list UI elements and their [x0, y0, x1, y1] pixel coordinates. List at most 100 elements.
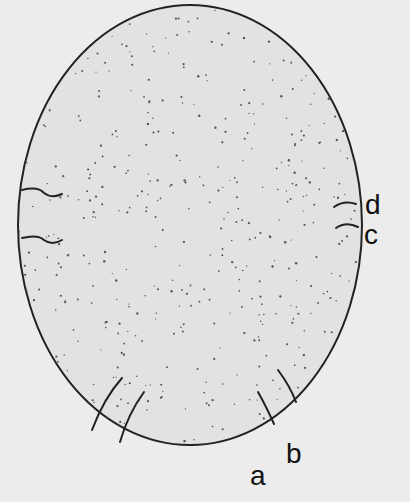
stipple-dot — [183, 323, 185, 325]
stipple-dot — [284, 17, 285, 18]
stipple-dot — [37, 14, 39, 16]
stipple-dot — [104, 443, 106, 445]
stipple-dot — [308, 437, 310, 439]
stipple-dot — [65, 300, 66, 301]
stipple-dot — [172, 132, 174, 134]
stipple-dot — [275, 14, 277, 16]
stipple-dot — [181, 289, 183, 291]
stipple-dot — [162, 99, 164, 101]
stipple-dot — [206, 402, 208, 404]
stipple-dot — [145, 210, 147, 212]
stipple-dot — [124, 384, 125, 385]
stipple-dot — [129, 207, 131, 209]
stipple-dot — [182, 102, 183, 103]
stipple-dot — [82, 23, 83, 24]
stipple-dot — [83, 421, 84, 422]
stipple-dot — [251, 298, 253, 300]
stipple-dot — [81, 17, 83, 19]
stipple-dot — [350, 218, 352, 220]
stipple-dot — [30, 349, 31, 350]
stipple-dot — [182, 63, 184, 65]
stipple-dot — [45, 57, 47, 59]
stipple-dot — [111, 133, 113, 135]
stipple-dot — [157, 130, 159, 132]
stipple-dot — [209, 299, 211, 301]
stipple-dot — [146, 33, 147, 34]
stipple-dot — [105, 327, 107, 329]
stipple-dot — [258, 365, 260, 367]
stipple-dot — [19, 115, 21, 117]
stipple-dot — [276, 31, 278, 33]
stipple-dot — [284, 241, 286, 243]
stipple-dot — [246, 265, 247, 266]
stipple-dot — [305, 177, 307, 179]
stipple-dot — [146, 409, 148, 411]
stipple-dot — [213, 322, 215, 324]
stipple-dot — [229, 180, 230, 181]
stipple-dot — [24, 274, 26, 276]
stipple-dot — [46, 183, 47, 184]
stipple-dot — [240, 104, 242, 106]
stipple-dot — [58, 71, 60, 73]
stipple-dot — [256, 384, 258, 386]
stipple-dot — [297, 387, 299, 389]
stipple-dot — [253, 61, 255, 63]
stipple-dot — [42, 63, 44, 65]
stipple-dot — [319, 376, 320, 377]
stipple-dot — [344, 194, 345, 195]
stipple-dot — [152, 132, 154, 134]
stipple-dot — [341, 359, 342, 360]
stipple-dot — [119, 425, 121, 427]
stipple-dot — [272, 379, 274, 381]
stipple-dot — [334, 37, 336, 39]
stipple-dot — [334, 429, 336, 431]
stipple-dot — [26, 145, 28, 147]
stipple-dot — [175, 18, 177, 20]
stipple-dot — [55, 356, 57, 358]
stipple-dot — [48, 235, 50, 237]
stipple-dot — [292, 183, 294, 185]
stipple-dot — [127, 170, 129, 172]
stipple-dot — [343, 73, 344, 74]
part-label: c — [364, 221, 378, 249]
stipple-dot — [32, 206, 34, 208]
stipple-dot — [180, 96, 182, 98]
stipple-dot — [55, 165, 57, 167]
stipple-dot — [111, 36, 112, 37]
stipple-dot — [67, 255, 69, 257]
stipple-dot — [253, 339, 255, 341]
stipple-dot — [305, 75, 306, 76]
stipple-dot — [92, 216, 93, 217]
stipple-dot — [363, 341, 365, 343]
stipple-dot — [152, 46, 153, 47]
stipple-dot — [230, 312, 231, 313]
stipple-dot — [248, 222, 250, 224]
stipple-dot — [217, 189, 219, 191]
stipple-dot — [156, 179, 158, 181]
stipple-dot — [336, 139, 338, 141]
stipple-dot — [28, 427, 30, 429]
stipple-dot — [197, 17, 199, 19]
stipple-dot — [258, 336, 260, 338]
oval-outline — [18, 5, 362, 445]
stipple-dot — [184, 440, 186, 442]
stipple-dot — [354, 210, 356, 212]
stipple-dot — [259, 296, 261, 298]
stipple-dot — [78, 115, 80, 117]
stipple-dot — [179, 160, 180, 161]
stipple-dot — [303, 224, 305, 226]
stipple-dot — [301, 160, 302, 161]
stipple-dot — [291, 133, 293, 135]
stipple-dot — [108, 70, 109, 71]
stipple-dot — [262, 324, 263, 325]
stipple-dot — [310, 103, 311, 104]
stipple-dot — [303, 403, 305, 405]
stipple-dot — [83, 217, 85, 219]
stipple-dot — [286, 343, 288, 345]
stipple-dot — [92, 399, 94, 401]
stipple-dot — [67, 195, 69, 197]
stipple-dot — [184, 181, 186, 183]
stipple-dot — [118, 323, 120, 325]
stipple-dot — [241, 219, 243, 221]
stipple-dot — [140, 438, 141, 439]
